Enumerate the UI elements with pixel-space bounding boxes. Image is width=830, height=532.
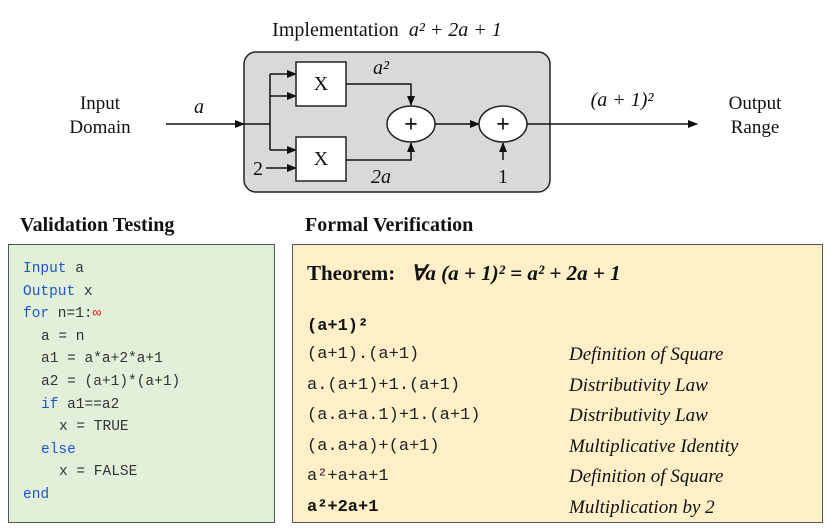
code-token: n=1: — [49, 306, 93, 323]
proof-step-reason: Definition of Square — [569, 344, 724, 365]
code-token: a1 = a*a+2*a+1 — [41, 351, 163, 368]
constant-one: 1 — [498, 166, 508, 188]
code-line: end — [23, 487, 49, 503]
proof-step-reason: Distributivity Law — [569, 405, 708, 426]
code-line: a = n — [41, 329, 85, 345]
two-a-label: 2a — [371, 166, 391, 188]
code-token: x = TRUE — [59, 419, 129, 436]
code-token: if — [41, 396, 59, 413]
code-line: Input a — [23, 261, 84, 277]
validation-title: Validation Testing — [20, 214, 175, 236]
proof-step-expr: (a.a+a)+(a+1) — [307, 436, 440, 456]
implementation-formula: a² + 2a + 1 — [408, 19, 502, 41]
theorem-line: Theorem: ∀a (a + 1)² = a² + 2a + 1 — [307, 261, 621, 286]
input-domain-label: Input Domain — [69, 93, 131, 138]
code-token: a2 = (a+1)*(a+1) — [41, 374, 181, 390]
proof-step-reason: Distributivity Law — [569, 374, 708, 396]
implementation-title: Implementation a² + 2a + 1 — [272, 19, 502, 41]
proof-step-reason: Multiplication by 2 — [569, 496, 715, 518]
code-line: a1 = a*a+2*a+1 — [41, 351, 163, 367]
multiplier-top-symbol: X — [313, 73, 329, 95]
proof-start-expr: (a+1)² — [307, 317, 369, 336]
a-squared-label: a² — [373, 57, 389, 79]
code-token: ∞ — [92, 306, 102, 323]
proof-step-reason: Multiplicative Identity — [569, 435, 739, 457]
code-line: a2 = (a+1)*(a+1) — [41, 374, 180, 390]
theorem-statement: ∀a (a + 1)² = a² + 2a + 1 — [411, 261, 621, 285]
proof-step-expr: a²+a+a+1 — [307, 467, 389, 486]
code-token: for — [23, 306, 50, 323]
output-expression: (a + 1)² — [590, 89, 654, 111]
code-token: end — [23, 487, 50, 503]
code-token: else — [41, 441, 76, 458]
implementation-diagram: Implementation a² + 2a + 1 Input Domain … — [0, 0, 830, 205]
code-token: Output — [23, 283, 76, 300]
code-line: else — [41, 442, 76, 458]
adder-1-symbol: + — [404, 112, 418, 138]
proof-step-expr: a²+2a+1 — [307, 497, 379, 517]
output-range-label: Output Range — [728, 93, 782, 138]
input-variable: a — [194, 96, 204, 118]
proof-step-reason: Definition of Square — [569, 466, 724, 487]
formal-verification-panel: Theorem: ∀a (a + 1)² = a² + 2a + 1 (a+1)… — [292, 244, 823, 523]
code-line: Output x — [23, 284, 93, 300]
code-token: x = FALSE — [59, 464, 138, 481]
formal-title: Formal Verification — [305, 214, 474, 236]
proof-step-expr: (a.a+a.1)+1.(a+1) — [307, 406, 481, 425]
code-token: x — [75, 283, 93, 300]
adder-2-symbol: + — [496, 112, 510, 138]
multiplier-bottom — [295, 136, 347, 182]
code-token: a1==a2 — [58, 396, 120, 413]
multiplier-bottom-symbol: X — [313, 148, 329, 170]
code-line: if a1==a2 — [41, 397, 119, 413]
code-token: Input — [23, 261, 67, 277]
code-token: a — [66, 261, 84, 277]
code-line: x = TRUE — [59, 419, 129, 435]
code-token: a = n — [41, 328, 85, 345]
diagram-graphic — [166, 51, 698, 193]
proof-step-expr: (a+1).(a+1) — [307, 345, 420, 364]
proof-step-expr: a.(a+1)+1.(a+1) — [307, 375, 461, 395]
theorem-label: Theorem: — [307, 261, 396, 285]
code-line: for n=1:∞ — [23, 306, 101, 322]
constant-two: 2 — [253, 158, 263, 180]
code-line: x = FALSE — [59, 464, 137, 480]
